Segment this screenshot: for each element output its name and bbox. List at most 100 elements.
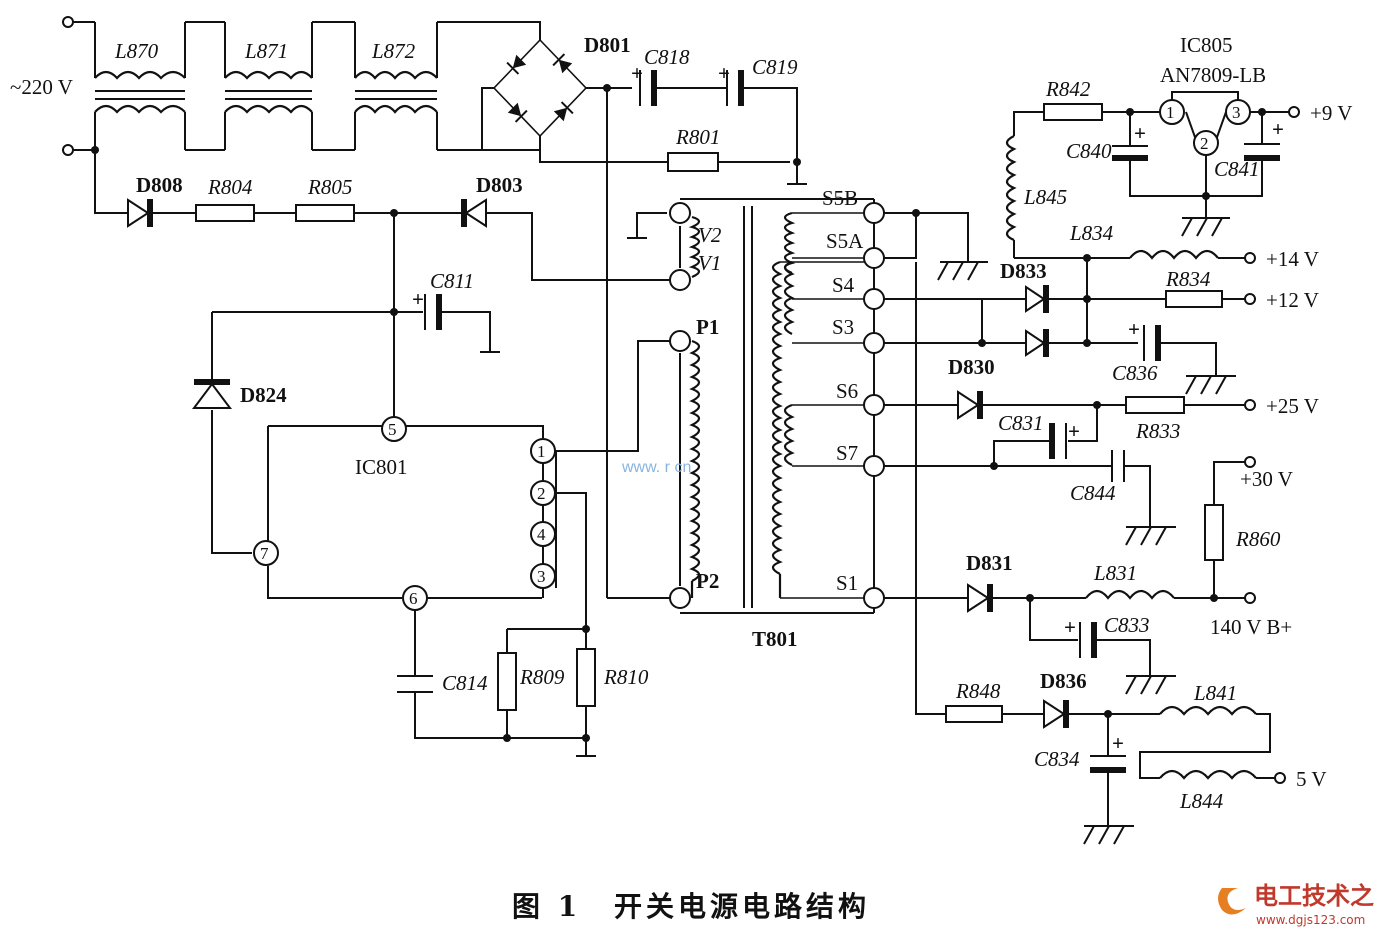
r805-resistor [295,204,355,222]
emi-filter-chokes: L870 L871 L872 [94,21,482,151]
c833-label: C833 [1104,613,1150,637]
svg-text:2: 2 [537,484,546,503]
l834-label: L834 [1069,221,1114,245]
primary-tap-p2 [669,587,691,609]
l870-label: L870 [114,39,159,63]
watermark-site: www.dgjs123.com [1256,913,1365,927]
secondary-tap-s6 [863,394,885,416]
output-25v-label: +25 V [1266,394,1319,418]
secondary-tap-s7 [863,455,885,477]
svg-text:+: + [1128,317,1140,341]
svg-text:2: 2 [1200,134,1209,153]
output-12v-label: +12 V [1266,288,1319,312]
c844-label: C844 [1070,481,1116,505]
l872-coil [354,70,438,114]
svg-text:+: + [631,61,643,85]
d836-label: D836 [1040,669,1087,693]
tap-label-s1: S1 [836,571,858,595]
primary-tap-v1 [669,269,691,291]
s5-ground [884,209,988,281]
d830-diode [957,390,983,420]
secondary-tap-s3 [863,332,885,354]
secondary-tap-s5a [863,247,885,269]
tap-label-s3: S3 [832,315,854,339]
ic801-pin-7: 7 [253,540,279,566]
ic805-label: IC805 [1180,33,1233,57]
svg-text:6: 6 [409,589,418,608]
d833-diode-b [1025,329,1049,357]
c814-label: C814 [442,671,488,695]
plus25-branch: D830 R833 +25 V + C831 C844 [884,355,1319,546]
input-voltage-label: ~220 V [10,75,73,99]
r848-label: R848 [955,679,1001,703]
ic805-pin-3: 3 [1225,99,1251,125]
c836-label: C836 [1112,361,1158,385]
d824-label: D824 [240,383,287,407]
ic805-part-label: AN7809-LB [1160,63,1266,87]
ic805-regulator: R842 + C840 1 3 2 + C841 +9 V IC805 AN78… [1043,33,1352,237]
c818-label: C818 [644,45,690,69]
bridge-rectifier-d801: D801 [481,21,790,163]
r860-resistor [1204,504,1224,561]
r809-label: R809 [519,665,565,689]
d831-label: D831 [966,551,1013,575]
ic801-pin-1: 1 [530,438,556,464]
c818-capacitor: + C818 [631,45,690,106]
faint-watermark: www. r cn [621,459,691,476]
figure-caption: 图 1 开关电源电路结构 [512,890,870,923]
site-watermark: 电工技术之家 www.dgjs123.com [1218,882,1374,927]
tap-label-s4: S4 [832,273,855,297]
primary-tap-v2 [669,202,691,224]
svg-text:+: + [1112,731,1124,755]
tap-label-p1: P1 [696,315,719,339]
l870-coil [94,70,186,114]
ic805-pin-2: 2 [1193,130,1219,156]
ic805-pin-1: 1 [1159,99,1185,125]
ic801-pin-3: 3 [530,563,556,589]
l831-label: L831 [1093,561,1137,585]
d831-diode [967,583,993,613]
l841-label: L841 [1193,681,1237,705]
l872-label: L872 [371,39,416,63]
l845-label: L845 [1023,185,1067,209]
figure-title: 开关电源电路结构 [614,890,870,923]
l871-label: L871 [244,39,288,63]
tap-label-s7: S7 [836,441,858,465]
ic801-block: 5 1 2 4 3 7 6 IC801 [253,340,670,738]
startup-chain: D808 R804 R805 D803 [91,146,680,426]
mains-input: ~220 V [10,16,95,156]
c811-label: C811 [430,269,474,293]
figure-number: 图 1 [512,890,581,923]
tap-label-s5a: S5A [826,229,864,253]
r833-resistor [1125,396,1185,414]
c840-label: C840 [1066,139,1112,163]
svg-text:+: + [1272,117,1284,141]
tap-label-s6: S6 [836,379,858,403]
ic801-pin-2: 2 [530,480,556,506]
r848-resistor [945,705,1003,723]
svg-text:7: 7 [260,544,269,563]
c831-label: C831 [998,411,1044,435]
r804-label: R804 [207,175,253,199]
r860-label: R860 [1235,527,1281,551]
output-30v-label: +30 V [1240,467,1293,491]
svg-text:+: + [718,61,730,85]
d830-label: D830 [948,355,995,379]
tap-label-s5b: S5B [822,186,858,210]
b-plus-branch: D831 L831 140 V B+ R860 +30 V + C833 [884,456,1293,695]
c819-capacitor: + C819 [718,55,798,106]
ic801-timing-network: C814 R809 R810 [397,610,649,757]
output-5v-label: 5 V [1296,767,1327,791]
r810-resistor [576,648,596,707]
secondary-tap-s5b [863,202,885,224]
svg-text:+: + [1134,121,1146,145]
d801-label: D801 [584,33,631,57]
d808-label: D808 [136,173,183,197]
svg-text:3: 3 [537,567,546,586]
ic801-label: IC801 [355,455,408,479]
ic801-pin-6: 6 [402,585,428,611]
l844-label: L844 [1179,789,1224,813]
r842-resistor [1043,103,1103,121]
d808-diode [127,198,153,228]
